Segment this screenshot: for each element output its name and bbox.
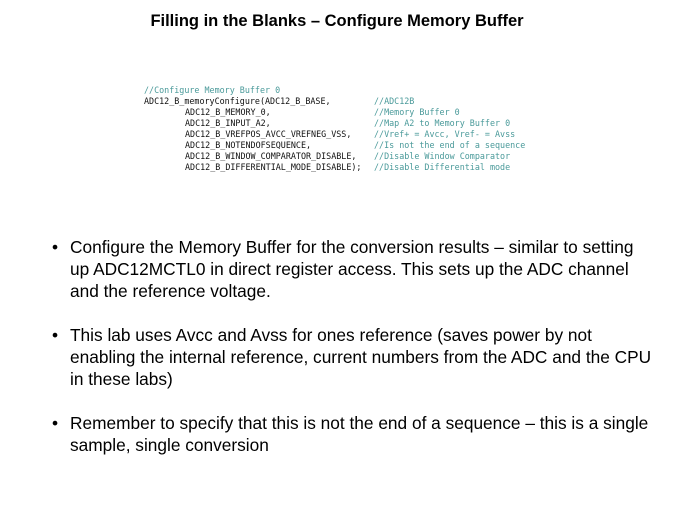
bullet-text: This lab uses Avcc and Avss for ones ref… <box>70 325 652 389</box>
code-comment: //ADC12B <box>374 96 415 106</box>
code-text: ADC12_B_WINDOW_COMPARATOR_DISABLE, <box>185 151 357 161</box>
code-comment: //Vref+ = Avcc, Vref- = Avss <box>374 129 516 139</box>
code-text: ADC12_B_DIFFERENTIAL_MODE_DISABLE); <box>185 162 362 172</box>
bullet-item: • This lab uses Avcc and Avss for ones re… <box>52 324 652 390</box>
bullet-list: • Configure the Memory Buffer for the con… <box>52 236 652 478</box>
code-comment: //Is not the end of a sequence <box>374 140 526 150</box>
code-text: ADC12_B_VREFPOS_AVCC_VREFNEG_VSS, <box>185 129 352 139</box>
code-comment: //Disable Differential mode <box>374 162 511 172</box>
bullet-text: Remember to specify that this is not the… <box>70 413 649 455</box>
bullet-item: • Configure the Memory Buffer for the con… <box>52 236 652 302</box>
code-comment: //Map A2 to Memory Buffer 0 <box>374 118 511 128</box>
code-text: ADC12_B_memoryConfigure(ADC12_B_BASE, <box>144 96 331 106</box>
bullet-item: • Remember to specify that this is not th… <box>52 412 652 456</box>
code-text: ADC12_B_MEMORY_0, <box>185 107 271 117</box>
code-text: ADC12_B_NOTENDOFSEQUENCE, <box>185 140 312 150</box>
code-comment: //Memory Buffer 0 <box>374 107 460 117</box>
bullet-text: Configure the Memory Buffer for the conv… <box>70 237 634 301</box>
slide-title: Filling in the Blanks – Configure Memory… <box>150 12 524 30</box>
bullet-dot-icon: • <box>52 325 59 345</box>
code-comment: //Configure Memory Buffer 0 <box>144 85 281 95</box>
bullet-dot-icon: • <box>52 237 59 257</box>
code-comment: //Disable Window Comparator <box>374 151 511 161</box>
bullet-dot-icon: • <box>52 413 59 433</box>
code-text: ADC12_B_INPUT_A2, <box>185 118 271 128</box>
